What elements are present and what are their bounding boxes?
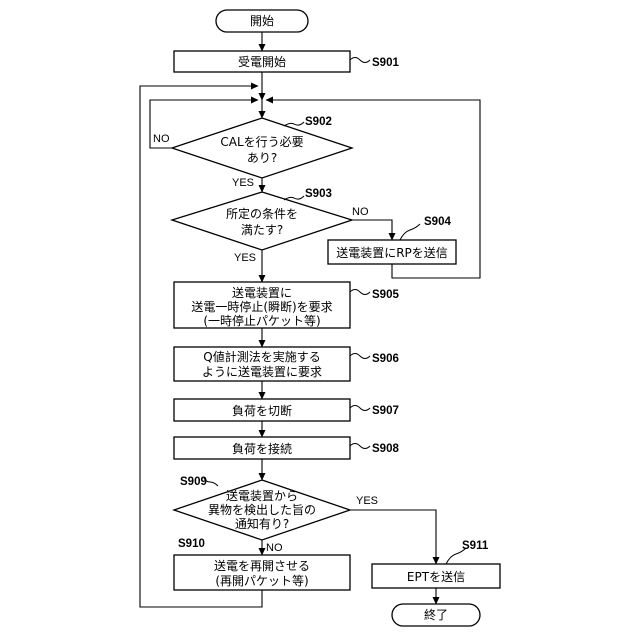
s908-leader	[350, 444, 370, 449]
s904-leader	[400, 224, 420, 240]
arrow-s909-yes	[350, 510, 436, 564]
arrow-s903-no	[352, 220, 392, 240]
s905-text-line3: (一時停止パケット等)	[203, 313, 320, 328]
process-s901: 受電開始 S901	[174, 51, 399, 72]
s909-no-label: NO	[266, 542, 283, 554]
s910-text-line1: 送電を再開させる	[214, 558, 310, 573]
s905-leader	[350, 290, 370, 295]
process-s905: 送電装置に 送電一時停止(瞬断)を要求 (一時停止パケット等) S905	[174, 282, 399, 328]
s908-id: S908	[372, 443, 399, 455]
s906-id: S906	[372, 353, 399, 365]
s902-text-line1: CALを行う必要	[220, 135, 303, 149]
s903-text-line1: 所定の条件を	[226, 206, 298, 221]
s903-no-label: NO	[352, 206, 369, 218]
s903-id: S903	[305, 188, 332, 200]
end-label: 終了	[424, 607, 448, 622]
end-terminal: 終了	[392, 604, 480, 626]
process-s908: 負荷を接続 S908	[174, 437, 399, 459]
process-s906: Q値計測法を実施する ように送電装置に要求 S906	[174, 347, 399, 381]
s902-leader	[284, 122, 304, 126]
s905-id: S905	[372, 289, 399, 301]
s909-text-line1: 送電装置から	[226, 488, 298, 503]
s902-id: S902	[305, 116, 332, 128]
s902-yes-label: YES	[232, 177, 254, 189]
s910-text-line2: (再開パケット等)	[215, 574, 308, 588]
s909-id: S909	[180, 476, 207, 488]
s906-text-line2: ように送電装置に要求	[202, 364, 322, 379]
start-terminal: 開始	[216, 10, 308, 32]
s902-no-label: NO	[153, 133, 170, 145]
s909-text-line3: 通知有り?	[235, 517, 289, 531]
s905-text-line1: 送電装置に	[232, 285, 292, 300]
s909-text-line2: 異物を検出した旨の	[208, 503, 316, 517]
s906-leader	[350, 354, 370, 359]
s907-id: S907	[372, 405, 399, 417]
s907-leader	[350, 406, 370, 411]
s907-text: 負荷を切断	[232, 403, 292, 418]
s903-text-line2: 満たす?	[241, 223, 283, 237]
s911-id: S911	[462, 540, 489, 552]
s901-leader	[350, 58, 370, 63]
s908-text: 負荷を接続	[232, 441, 292, 456]
decision-s902: CALを行う必要 あり? S902 NO YES	[153, 116, 352, 189]
start-label: 開始	[250, 14, 274, 28]
s902-text-line2: あり?	[247, 151, 277, 165]
s901-text: 受電開始	[238, 55, 286, 69]
s909-yes-label: YES	[356, 495, 378, 507]
s911-text: EPTを送信	[407, 569, 465, 584]
s901-id: S901	[372, 57, 399, 69]
s905-text-line2: 送電一時停止(瞬断)を要求	[191, 299, 332, 314]
s904-id: S904	[424, 216, 451, 228]
s904-text: 送電装置にRPを送信	[336, 245, 448, 260]
s903-yes-label: YES	[234, 252, 256, 264]
s906-text-line1: Q値計測法を実施する	[203, 349, 320, 364]
s910-id: S910	[178, 538, 205, 550]
process-s907: 負荷を切断 S907	[174, 399, 399, 421]
